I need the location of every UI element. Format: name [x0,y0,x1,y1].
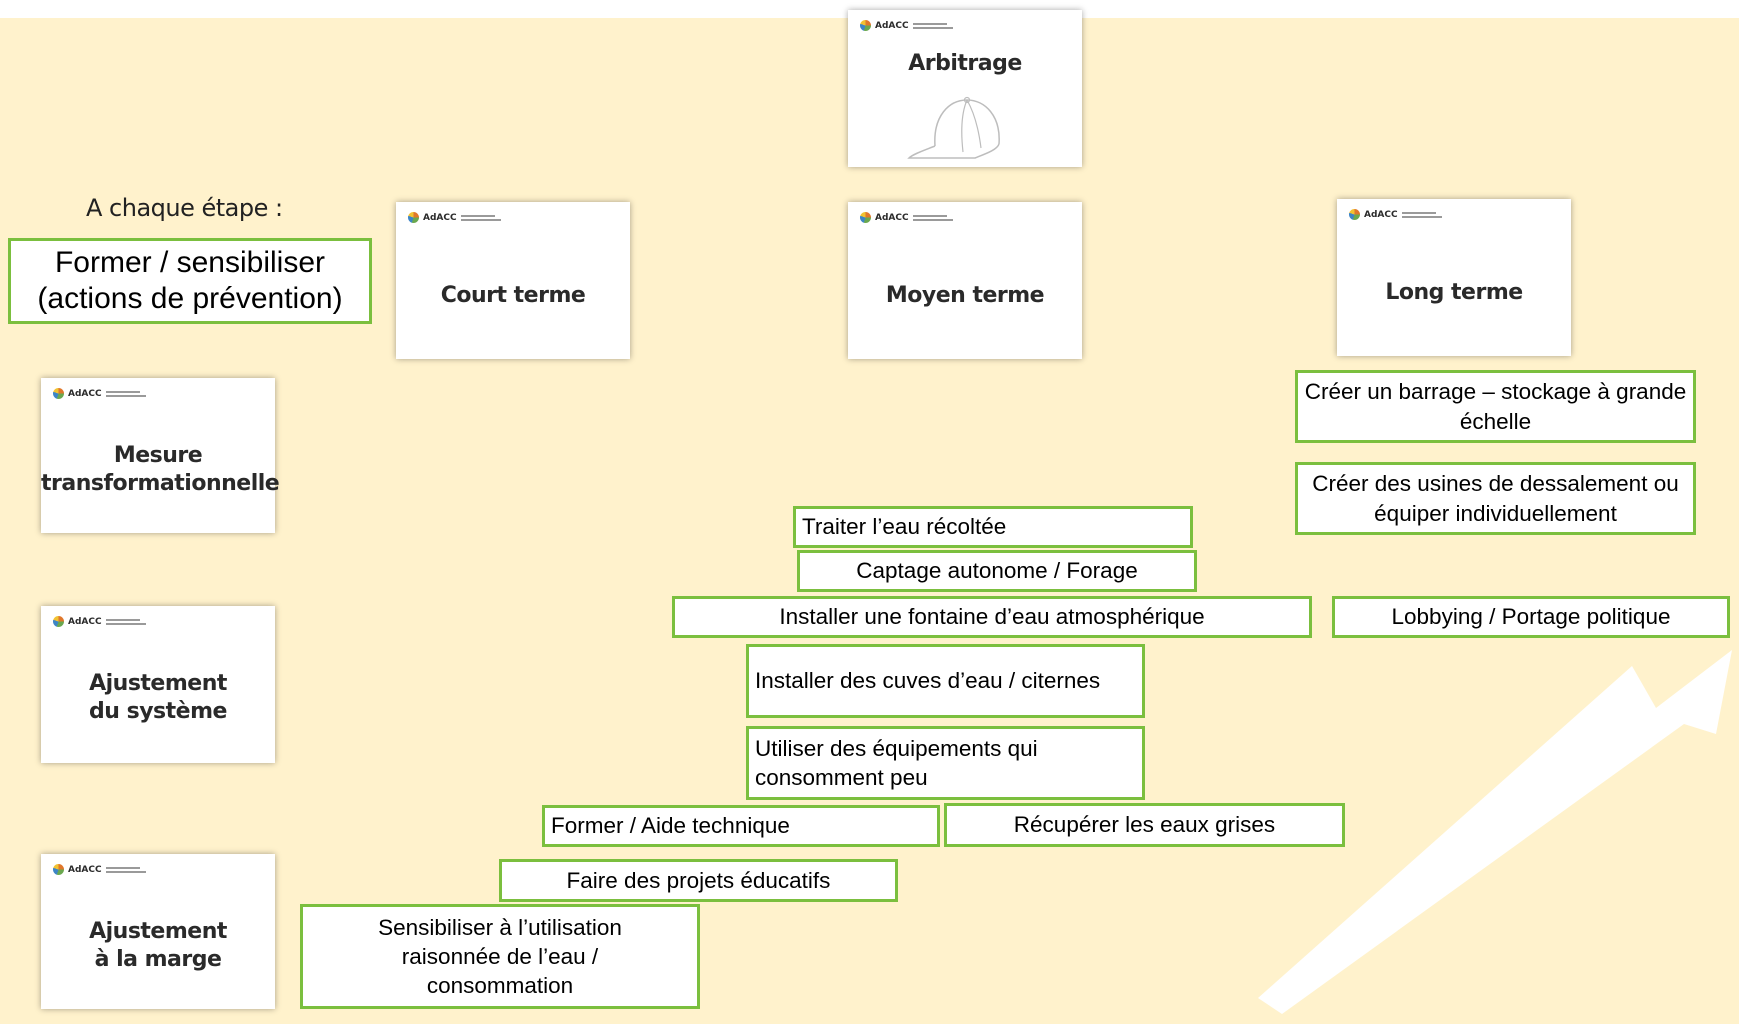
card-title: Long terme [1385,280,1523,305]
box-aide-technique: Former / Aide technique [542,805,940,847]
card-title: Arbitrage [908,51,1022,76]
logo-text: AdACC [68,864,102,875]
box-eaux-grises: Récupérer les eaux grises [944,803,1345,847]
card-long-term: AdACC Long terme [1337,199,1571,356]
box-projets-educatifs: Faire des projets éducatifs [499,859,898,902]
logo-text: AdACC [875,20,909,31]
each-step-label: A chaque étape : [86,194,283,222]
card-transformational: AdACC Mesure transformationnelle [41,378,280,533]
card-logo: AdACC [53,388,146,399]
box-sensibiliser-utilisation: Sensibiliser à l’utilisation raisonnée d… [300,904,700,1009]
box-fontaine: Installer une fontaine d’eau atmosphériq… [672,596,1312,638]
card-title: Moyen terme [885,283,1045,308]
box-former-sensibiliser: Former / sensibiliser (actions de préven… [8,238,372,324]
card-arbitrage: AdACC Arbitrage [848,10,1082,167]
progression-arrow [1258,650,1732,1014]
card-logo: AdACC [408,212,501,223]
card-title: Ajustement à la marge [89,919,227,972]
card-title: Mesure transformationnelle [41,443,280,496]
card-logo: AdACC [1349,209,1442,220]
card-logo: AdACC [53,616,146,627]
card-title: Court terme [440,283,586,308]
logo-text: AdACC [423,212,457,223]
card-logo: AdACC [860,212,953,223]
globe-icon [53,616,64,627]
card-title: Ajustement du système [89,671,227,724]
globe-icon [1349,209,1360,220]
globe-icon [53,388,64,399]
globe-icon [53,864,64,875]
card-system-adjustment: AdACC Ajustement du système [41,606,275,763]
box-captage: Captage autonome / Forage [797,550,1197,592]
card-margin-adjustment: AdACC Ajustement à la marge [41,854,275,1009]
logo-text: AdACC [1364,209,1398,220]
globe-icon [408,212,419,223]
globe-icon [860,20,871,31]
logo-text: AdACC [875,212,909,223]
cap-icon [907,96,1000,159]
globe-icon [860,212,871,223]
box-dessalement: Créer des usines de dessalement ou équip… [1295,462,1696,535]
box-traiter: Traiter l’eau récoltée [793,506,1193,548]
card-short-term: AdACC Court terme [396,202,630,359]
box-lobbying: Lobbying / Portage politique [1332,596,1730,638]
box-cuves: Installer des cuves d’eau / citernes [746,644,1145,718]
logo-text: AdACC [68,616,102,627]
card-logo: AdACC [860,20,953,31]
logo-text: AdACC [68,388,102,399]
card-medium-term: AdACC Moyen terme [848,202,1082,359]
box-equipements: Utiliser des équipements qui consomment … [746,726,1145,800]
card-logo: AdACC [53,864,146,875]
box-barrage: Créer un barrage – stockage à grande éch… [1295,370,1696,443]
